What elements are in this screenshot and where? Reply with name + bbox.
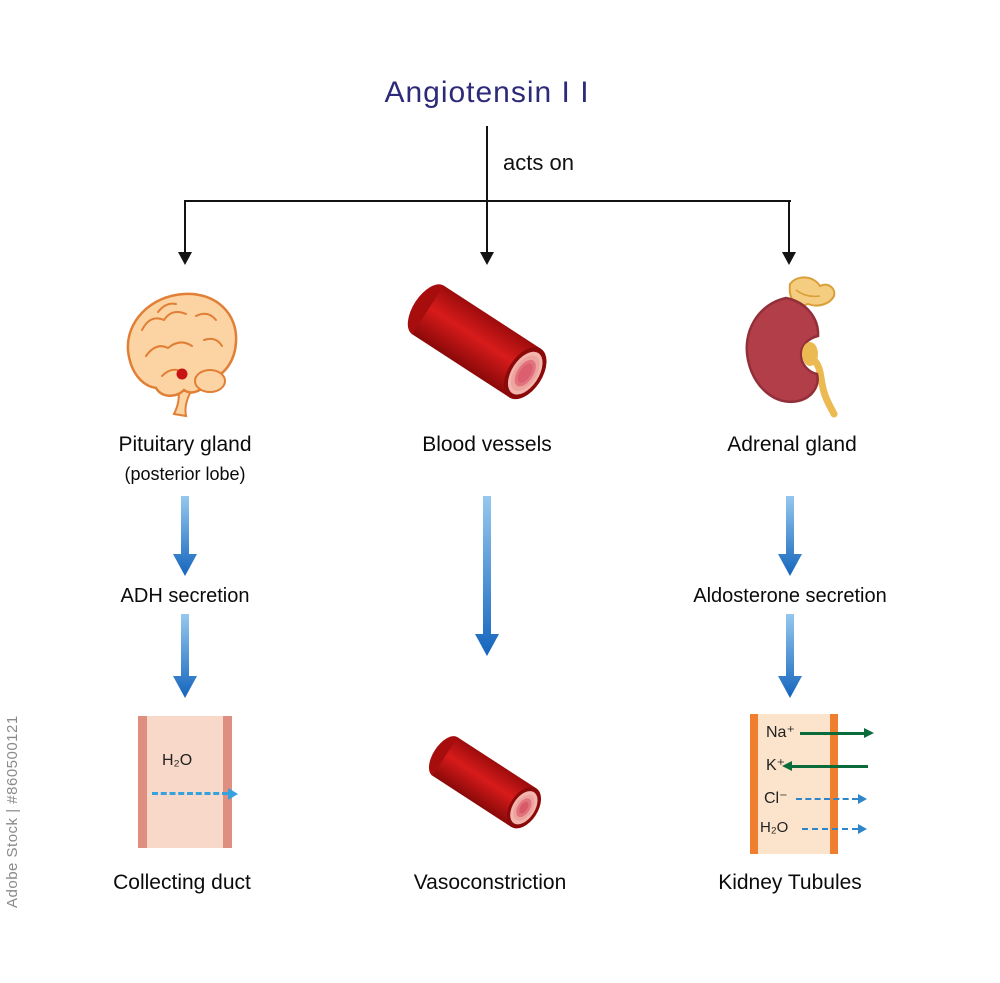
label-posterior-lobe: (posterior lobe)	[124, 464, 246, 484]
duct-wall-right	[223, 716, 232, 848]
down-arrowhead-icon	[480, 252, 494, 265]
ion-arrow-cl-icon	[796, 793, 867, 804]
branch-horizontal-line	[185, 200, 791, 202]
ion-label-k: K⁺	[766, 757, 786, 774]
flow-down-arrow-icon	[173, 496, 197, 576]
branch-line-right	[788, 200, 790, 253]
down-arrowhead-icon	[782, 252, 796, 265]
flow-down-arrow-icon	[778, 614, 802, 698]
flow-down-arrow-icon	[778, 496, 802, 576]
label-adh-secretion: ADH secretion	[120, 585, 250, 607]
ion-label-cl: Cl⁻	[764, 790, 788, 807]
ion-arrow-h2o-icon	[802, 823, 867, 834]
kidney-tubule-diagram: Na⁺ K⁺ Cl⁻ H₂O	[750, 714, 890, 854]
ion-arrow-k-icon	[782, 761, 868, 771]
label-vasoconstriction: Vasoconstriction	[413, 871, 567, 894]
ion-label-h2o: H₂O	[760, 819, 789, 836]
down-arrowhead-icon	[178, 252, 192, 265]
blood-vessel-illustration	[407, 284, 547, 400]
h2o-label: H₂O	[162, 752, 193, 769]
label-blood-vessels: Blood vessels	[422, 433, 552, 456]
label-kidney-tubules: Kidney Tubules	[718, 871, 862, 894]
tubule-wall-left	[750, 714, 758, 854]
watermark-text: Adobe Stock | #860500121	[4, 715, 21, 908]
ion-label-na: Na⁺	[766, 724, 795, 741]
duct-wall-left	[138, 716, 147, 848]
tubule-lumen	[750, 714, 838, 854]
flow-down-arrow-icon	[475, 496, 499, 656]
label-collecting-duct: Collecting duct	[113, 871, 251, 894]
acts-on-label: acts on	[503, 150, 574, 175]
brain-illustration	[126, 292, 238, 418]
duct-lumen	[138, 716, 232, 848]
collecting-duct-diagram: H₂O	[138, 716, 250, 848]
branch-line-left	[184, 200, 186, 253]
constricted-vessel-illustration	[428, 736, 542, 829]
branch-stem-line	[486, 126, 488, 201]
branch-line-middle	[486, 200, 488, 253]
water-flow-arrow-icon	[152, 787, 238, 800]
flow-down-arrow-icon	[173, 614, 197, 698]
page-title: Angiotensin I I	[384, 76, 590, 109]
tubule-wall-right	[830, 714, 838, 854]
ion-arrow-na-icon	[800, 728, 874, 738]
label-adrenal-gland: Adrenal gland	[727, 433, 857, 456]
label-pituitary-gland: Pituitary gland	[118, 433, 252, 456]
kidney-adrenal-illustration	[745, 276, 838, 418]
label-aldosterone-secretion: Aldosterone secretion	[693, 585, 887, 607]
